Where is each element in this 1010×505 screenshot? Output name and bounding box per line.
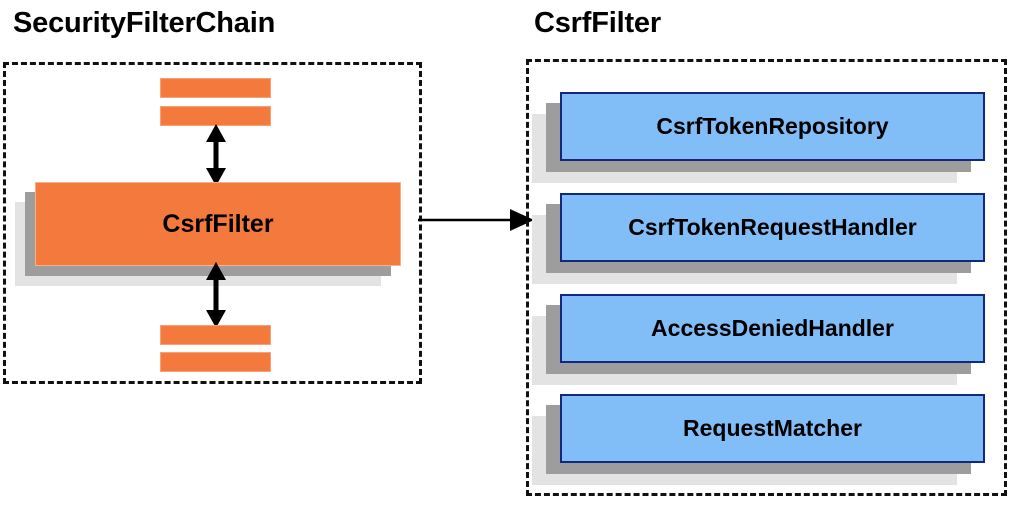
component-card-access-denied-handler[interactable]: AccessDeniedHandler [532, 294, 985, 385]
component-card-csrf-token-request-handler[interactable]: CsrfTokenRequestHandler [532, 193, 985, 284]
page-title-security-filter-chain: SecurityFilterChain [13, 7, 276, 39]
csrf-filter-card[interactable]: CsrfFilter [15, 182, 401, 286]
csrf-filter-detail-container [526, 59, 1007, 496]
component-card-label: CsrfTokenRequestHandler [560, 193, 985, 262]
filter-stub-bar-4 [160, 352, 271, 372]
component-card-label: RequestMatcher [560, 394, 985, 463]
bidirectional-arrow-top [206, 124, 226, 186]
security-filter-chain-container [3, 62, 422, 384]
component-card-label: CsrfTokenRepository [560, 92, 985, 161]
component-card-request-matcher[interactable]: RequestMatcher [532, 394, 985, 485]
bidirectional-arrow-bottom [206, 262, 226, 328]
filter-stub-bar-1 [160, 78, 271, 98]
component-card-label: AccessDeniedHandler [560, 294, 985, 363]
connector-arrow-icon [418, 209, 534, 231]
filter-stub-bar-3 [160, 325, 271, 345]
filter-stub-bar-2 [160, 106, 271, 126]
csrf-filter-card-label: CsrfFilter [35, 182, 401, 266]
page-title-csrf-filter: CsrfFilter [534, 7, 661, 39]
component-card-csrf-token-repository[interactable]: CsrfTokenRepository [532, 92, 985, 183]
